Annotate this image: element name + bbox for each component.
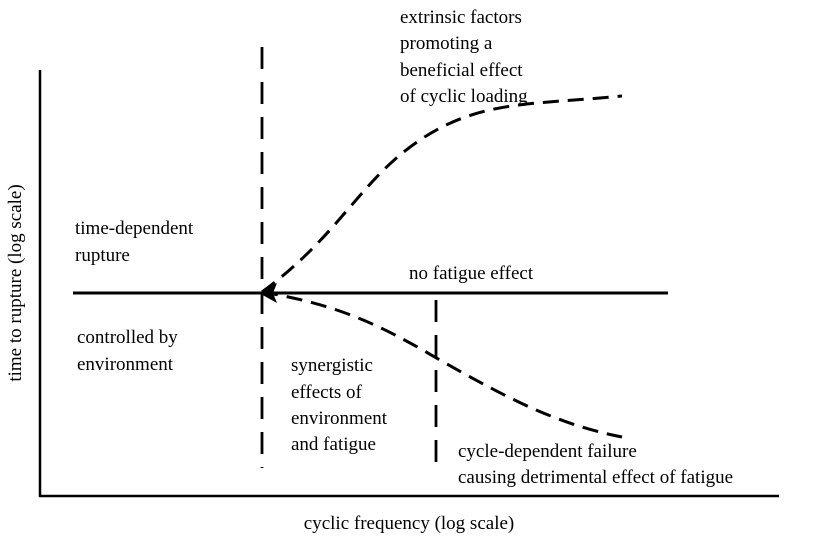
no-fatigue-label: no fatigue effect [409,263,534,284]
detrimental-curve [261,290,623,439]
extrinsic-factors-label: extrinsic factors promoting a beneficial… [400,7,528,107]
x-axis-label: cyclic frequency (log scale) [304,513,514,534]
controlled-by-environment-label: controlled by environment [77,327,183,375]
time-dependent-label: time-dependent rupture [75,218,198,266]
beneficial-curve [261,94,623,294]
y-axis-label: time to rupture (log scale) [5,184,26,381]
cycle-dependent-label: cycle-dependent failure causing detrimen… [458,441,733,488]
arrowhead [259,283,277,303]
synergistic-label: synergistic effects of environment and f… [291,355,392,455]
